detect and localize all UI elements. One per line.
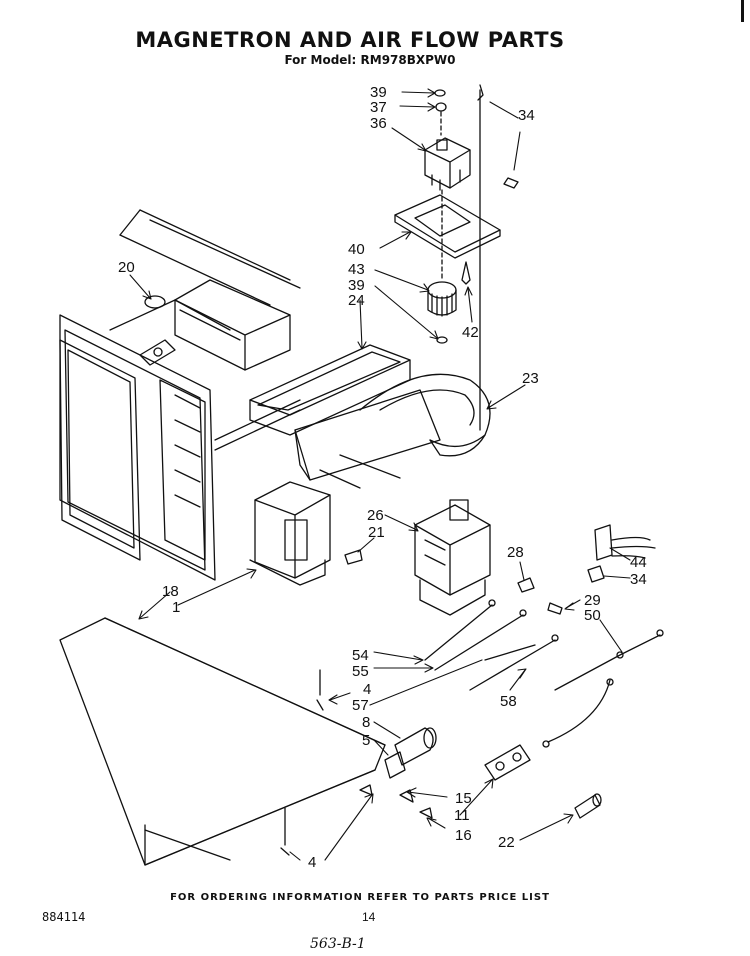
cabinet-frame (59, 209, 301, 581)
callout-54: 54 (352, 647, 369, 664)
fan-motor-assembly (394, 84, 519, 431)
screw-29 (547, 602, 563, 615)
fan-duct-23 (294, 373, 491, 489)
callout-11: 11 (454, 807, 470, 824)
screw-15 (359, 784, 373, 796)
callout-34-top: 34 (518, 107, 535, 124)
page-edge-mark (741, 0, 744, 22)
callout-24: 24 (348, 292, 365, 309)
document-number: 884114 (42, 910, 86, 924)
wire-harnesses (424, 599, 664, 748)
callout-34-right: 34 (630, 571, 647, 588)
screw-4-upper (316, 669, 324, 711)
callout-labels: 39 37 36 34 40 43 39 24 42 20 23 26 21 2… (118, 84, 647, 871)
callout-15: 15 (455, 790, 472, 807)
callout-4-lower: 4 (308, 854, 316, 871)
callout-55: 55 (352, 663, 369, 680)
magnetron-26 (414, 499, 491, 616)
callout-37: 37 (370, 99, 387, 116)
handwritten-note: 563-B-1 (310, 936, 366, 952)
callout-21: 21 (368, 524, 385, 541)
callout-58: 58 (500, 693, 517, 710)
transformer-1 (249, 481, 331, 586)
part-21 (344, 549, 363, 565)
screw-15b (399, 789, 414, 803)
leader-lines (129, 88, 631, 861)
callout-22: 22 (498, 834, 515, 851)
air-guide-24 (249, 344, 411, 436)
callout-23: 23 (522, 370, 539, 387)
callout-50: 50 (584, 607, 601, 624)
model-subtitle: For Model: RM978BXPW0 (284, 53, 456, 67)
callout-43: 43 (348, 261, 365, 278)
callout-44: 44 (630, 554, 647, 571)
callout-40: 40 (348, 241, 365, 258)
part-20 (139, 295, 176, 366)
callout-8: 8 (362, 714, 370, 731)
callout-39-top: 39 (370, 84, 387, 101)
base-plate-18 (59, 617, 386, 866)
callout-4-upper: 4 (363, 681, 371, 698)
callout-5: 5 (362, 732, 370, 749)
capacitor-8 (384, 727, 437, 779)
callout-18: 18 (162, 583, 179, 600)
callout-20: 20 (118, 259, 135, 276)
ordering-info-footer: FOR ORDERING INFORMATION REFER TO PARTS … (170, 892, 550, 903)
callout-16: 16 (455, 827, 472, 844)
callout-39-lower: 39 (348, 277, 365, 294)
callout-36: 36 (370, 115, 387, 132)
callout-1: 1 (172, 599, 180, 616)
screw-16 (419, 807, 433, 819)
page-title: MAGNETRON AND AIR FLOW PARTS (135, 28, 565, 52)
screw-4-lower (280, 807, 290, 856)
callout-29: 29 (584, 592, 601, 609)
callout-42: 42 (462, 324, 479, 341)
callout-57: 57 (352, 697, 369, 714)
fuse-holder-11 (484, 744, 531, 781)
callout-26: 26 (367, 507, 384, 524)
thermal-cutout-28 (517, 577, 535, 593)
switch-44 (587, 524, 656, 583)
component-box (174, 279, 291, 371)
callout-28: 28 (507, 544, 524, 561)
fuse-22 (574, 793, 602, 819)
page-number: 14 (362, 910, 376, 924)
